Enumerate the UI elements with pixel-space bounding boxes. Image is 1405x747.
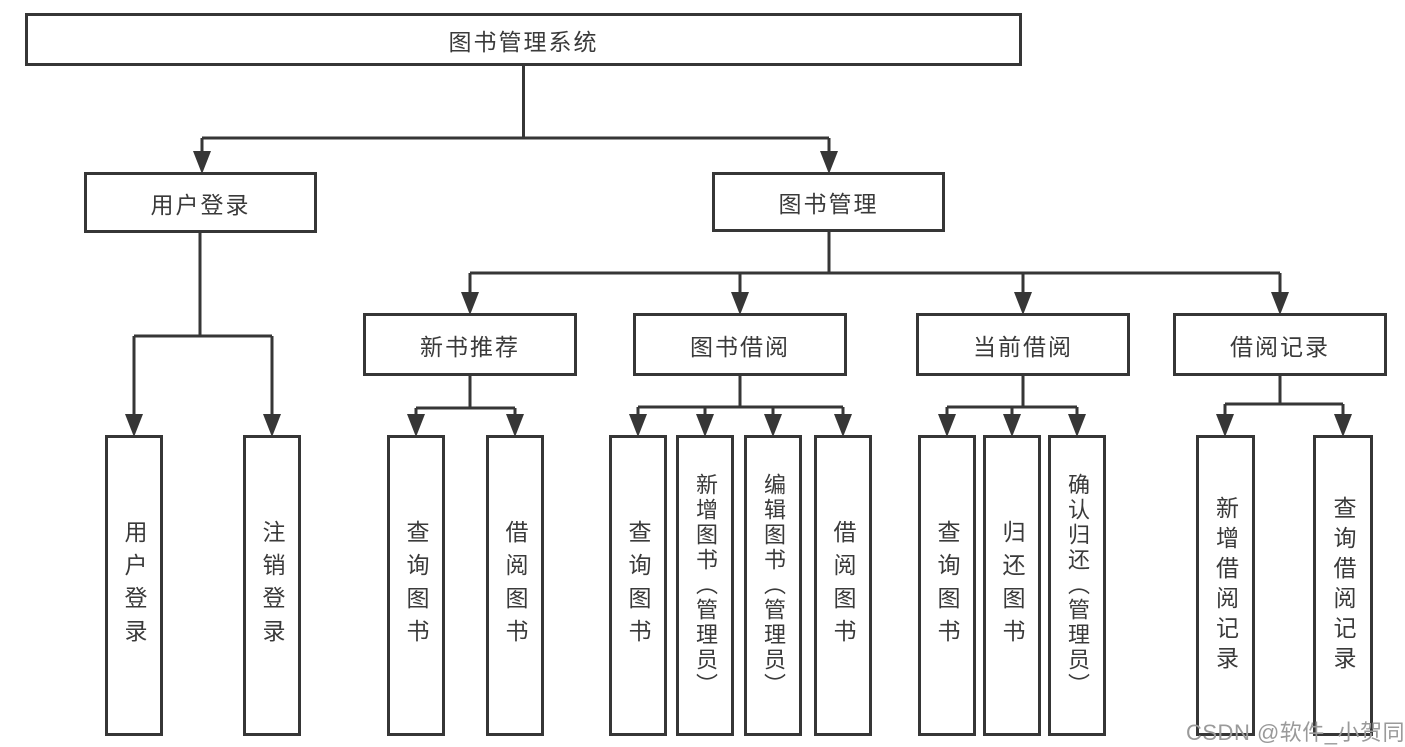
arrow-down-icon xyxy=(1003,414,1021,437)
node-borrow-records: 借阅记录 xyxy=(1173,313,1387,376)
csdn-watermark: CSDN @软件_小贺同学 xyxy=(1186,720,1405,745)
leaf-borrow-books: 借阅图书 xyxy=(814,435,872,736)
leaf-edit-books-admin: 编辑图书（管理员） xyxy=(744,435,802,736)
leaf-add-books-admin: 新增图书（管理员） xyxy=(676,435,734,736)
leaf-recommend-borrow-books: 借阅图书 xyxy=(486,435,544,736)
leaf-confirm-return-admin: 确认归还（管理员） xyxy=(1048,435,1106,736)
arrow-down-icon xyxy=(506,414,524,437)
node-new-book-recommend: 新书推荐 xyxy=(363,313,577,376)
leaf-current-query-books: 查询图书 xyxy=(918,435,976,736)
arrow-down-icon xyxy=(461,292,479,315)
arrow-down-icon xyxy=(1334,414,1352,437)
arrow-down-icon xyxy=(629,414,647,437)
arrow-down-icon xyxy=(731,292,749,315)
arrow-down-icon xyxy=(1014,292,1032,315)
leaf-query-borrow-record: 查询借阅记录 xyxy=(1313,435,1373,736)
leaf-return-books: 归还图书 xyxy=(983,435,1041,736)
leaf-borrowing-query-books: 查询图书 xyxy=(609,435,667,736)
tree-connectors xyxy=(132,64,1345,420)
node-user-login: 用户登录 xyxy=(84,172,317,233)
node-book-management: 图书管理 xyxy=(712,172,945,232)
arrow-down-icon xyxy=(1068,414,1086,437)
node-root: 图书管理系统 xyxy=(25,13,1022,66)
leaf-user-login: 用户登录 xyxy=(105,435,163,736)
arrow-down-icon xyxy=(1271,292,1289,315)
arrow-down-icon xyxy=(407,414,425,437)
leaf-logout: 注销登录 xyxy=(243,435,301,736)
arrow-down-icon xyxy=(125,414,143,437)
node-current-borrowing: 当前借阅 xyxy=(916,313,1130,376)
arrow-down-icon xyxy=(263,414,281,437)
arrow-down-icon xyxy=(193,151,211,174)
arrow-down-icon xyxy=(938,414,956,437)
arrow-down-icon xyxy=(764,414,782,437)
arrow-down-icon xyxy=(820,151,838,174)
arrow-down-icon xyxy=(834,414,852,437)
arrow-down-icon xyxy=(1216,414,1234,437)
leaf-add-borrow-record: 新增借阅记录 xyxy=(1196,435,1255,736)
leaf-recommend-query-books: 查询图书 xyxy=(387,435,445,736)
arrow-down-icon xyxy=(696,414,714,437)
node-book-borrowing: 图书借阅 xyxy=(633,313,847,376)
